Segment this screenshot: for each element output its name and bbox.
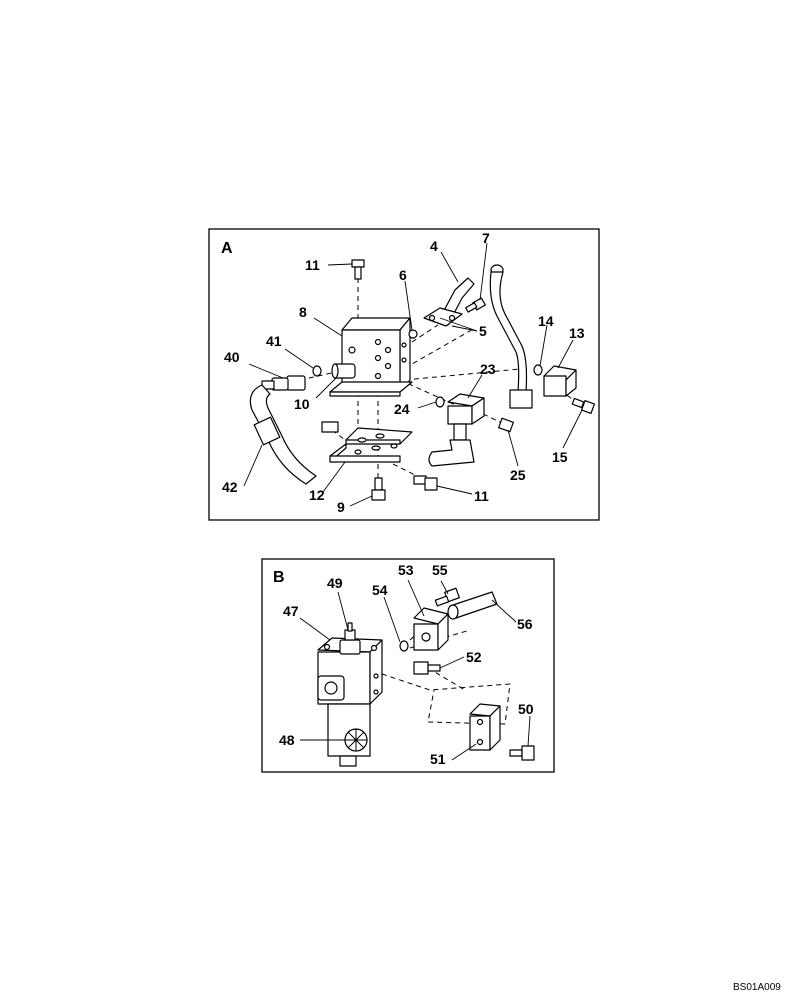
callout-24: 24 — [394, 401, 410, 417]
flange-13 — [543, 365, 577, 397]
callout-54: 54 — [372, 582, 388, 598]
callout-6: 6 — [399, 267, 407, 283]
filter-bowl-48 — [327, 703, 371, 767]
callout-51: 51 — [430, 751, 446, 767]
indicator-49 — [339, 622, 361, 655]
callout-49: 49 — [327, 575, 343, 591]
bolt-11-lower — [413, 475, 438, 491]
callout-48: 48 — [279, 732, 295, 748]
callout-52: 52 — [466, 649, 482, 665]
callout-15: 15 — [552, 449, 568, 465]
callout-11-top: 11 — [305, 257, 320, 273]
callout-12: 12 — [309, 487, 325, 503]
callout-13: 13 — [569, 325, 585, 341]
callout-55: 55 — [432, 562, 448, 578]
connector-40 — [261, 375, 306, 391]
bolt-11-top — [351, 259, 365, 280]
bolt-25 — [498, 417, 514, 433]
callout-53: 53 — [398, 562, 414, 578]
panel-a-label: A — [221, 240, 233, 257]
pipe-long — [489, 264, 533, 409]
reference-code: BS01A009 — [733, 982, 781, 993]
o-ring-41 — [312, 365, 322, 377]
callout-47: 47 — [283, 603, 299, 619]
callout-7: 7 — [482, 230, 490, 246]
callout-10: 10 — [294, 396, 310, 412]
bolt-7 — [465, 297, 486, 313]
valve-block-base — [329, 381, 413, 397]
panel-b-label: B — [273, 569, 285, 586]
callout-11-lower: 11 — [474, 488, 489, 504]
panel-b-frame — [261, 558, 555, 773]
bolt-55 — [434, 587, 460, 607]
filter-head-47 — [317, 637, 383, 705]
panel-a-leaders — [243, 242, 583, 507]
valve-block-8 — [341, 317, 411, 393]
pipe-4 — [423, 277, 475, 327]
callout-50: 50 — [518, 701, 534, 717]
bolt-15 — [571, 397, 596, 415]
o-ring-24 — [435, 396, 445, 408]
callout-23: 23 — [480, 361, 496, 377]
callout-8: 8 — [299, 304, 307, 320]
callout-40: 40 — [224, 349, 240, 365]
bracket-51 — [469, 703, 501, 751]
callout-25: 25 — [510, 467, 526, 483]
callout-56: 56 — [517, 616, 533, 632]
panel-b-callouts: 49 53 55 47 54 56 52 50 48 51 — [279, 562, 534, 767]
panel-b-leaders — [299, 579, 531, 761]
callout-9: 9 — [337, 499, 345, 515]
panel-a-callouts: 11 4 7 6 8 5 14 13 41 40 23 10 24 15 25 … — [222, 230, 585, 515]
callout-5: 5 — [479, 323, 487, 339]
o-ring-54 — [399, 640, 409, 652]
bracket-12 — [329, 427, 413, 463]
fitting-10 — [331, 363, 356, 379]
o-ring-14 — [533, 364, 543, 376]
elbow-23 — [428, 393, 485, 467]
spacer — [321, 421, 339, 433]
callout-42: 42 — [222, 479, 238, 495]
callout-4: 4 — [430, 238, 438, 254]
hose-42 — [249, 384, 317, 485]
callout-14: 14 — [538, 313, 554, 329]
flange-53 — [413, 607, 449, 651]
bolt-9 — [371, 477, 386, 501]
o-ring-6 — [408, 329, 418, 339]
callout-41: 41 — [266, 333, 282, 349]
